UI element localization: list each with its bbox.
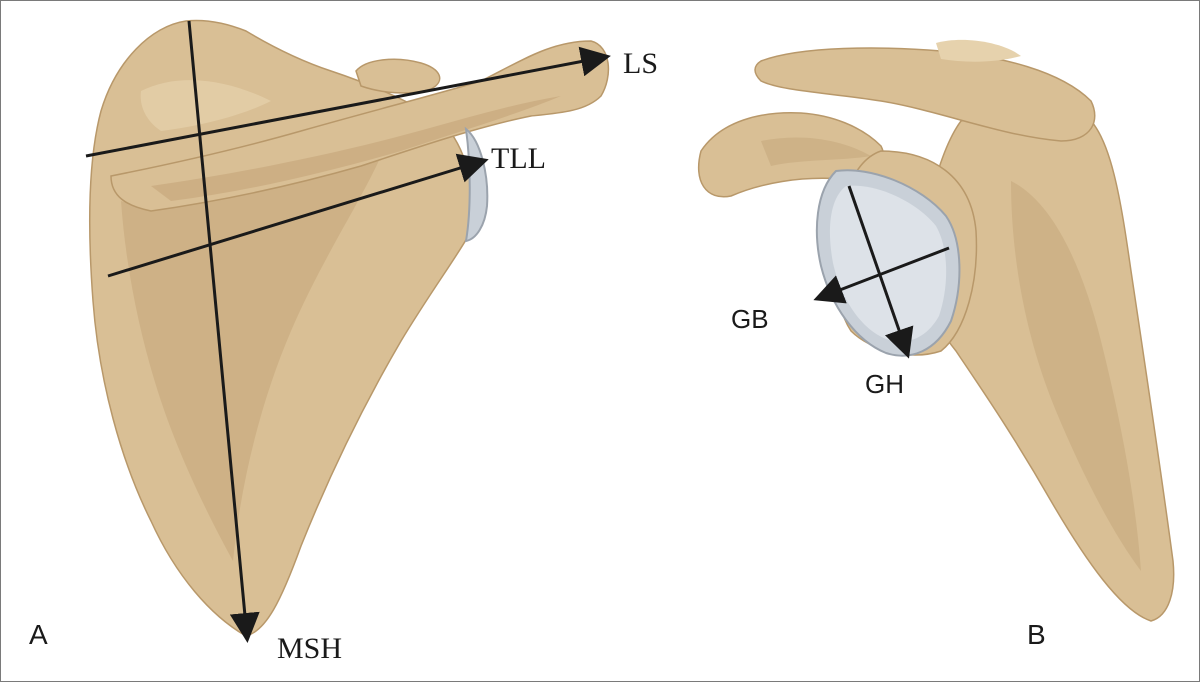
gb-label: GB (731, 304, 769, 334)
tll-label: TLL (491, 142, 546, 175)
msh-label: MSH (277, 632, 342, 665)
panel-b-label: B (1027, 619, 1046, 650)
glenoid-fossa (815, 169, 961, 357)
scapula-posterior-view (88, 19, 610, 637)
gh-arrow (847, 185, 914, 359)
gb-arrow (813, 246, 950, 304)
tll-arrow (107, 153, 489, 278)
ls-label: LS (623, 47, 658, 80)
ls-arrow (85, 46, 611, 158)
scapula-lateral-view (697, 39, 1175, 622)
panel-a-label: A (29, 619, 48, 650)
panel-b: GB GH B (697, 39, 1175, 650)
gh-label: GH (865, 369, 904, 399)
msh-arrow (187, 20, 260, 643)
panel-a: LS TLL MSH A (29, 19, 658, 665)
